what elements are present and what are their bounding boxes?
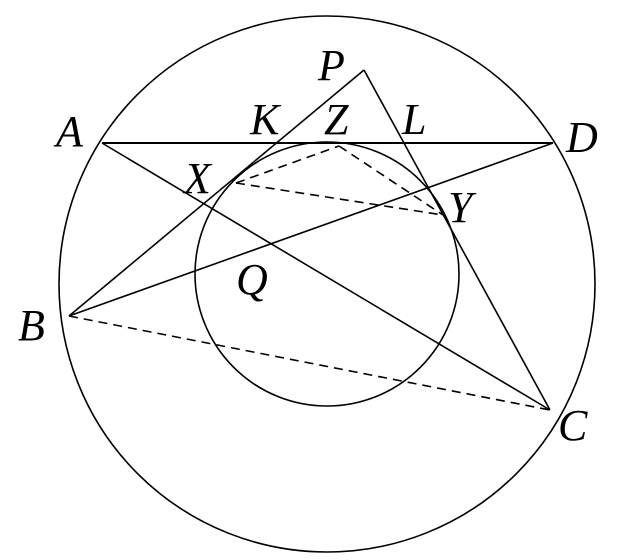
- label-k: K: [249, 95, 282, 144]
- segment-pc: [363, 69, 551, 411]
- label-d: D: [565, 113, 598, 162]
- label-z: Z: [324, 95, 349, 144]
- label-q: Q: [236, 255, 268, 304]
- label-x: X: [182, 154, 213, 203]
- label-p: P: [317, 41, 345, 90]
- label-b: B: [18, 301, 45, 350]
- label-a: A: [53, 107, 84, 156]
- segment-zy-dashed: [338, 145, 444, 216]
- label-y: Y: [448, 183, 477, 232]
- segment-bp: [68, 69, 365, 317]
- label-c: C: [558, 401, 588, 450]
- label-l: L: [401, 95, 426, 144]
- outer-circle: [58, 15, 596, 553]
- segment-bd: [68, 142, 554, 317]
- segment-ac: [101, 142, 551, 411]
- segment-xz-dashed: [235, 145, 340, 184]
- segment-xy-dashed: [235, 182, 444, 216]
- segment-bc-dashed: [68, 315, 551, 411]
